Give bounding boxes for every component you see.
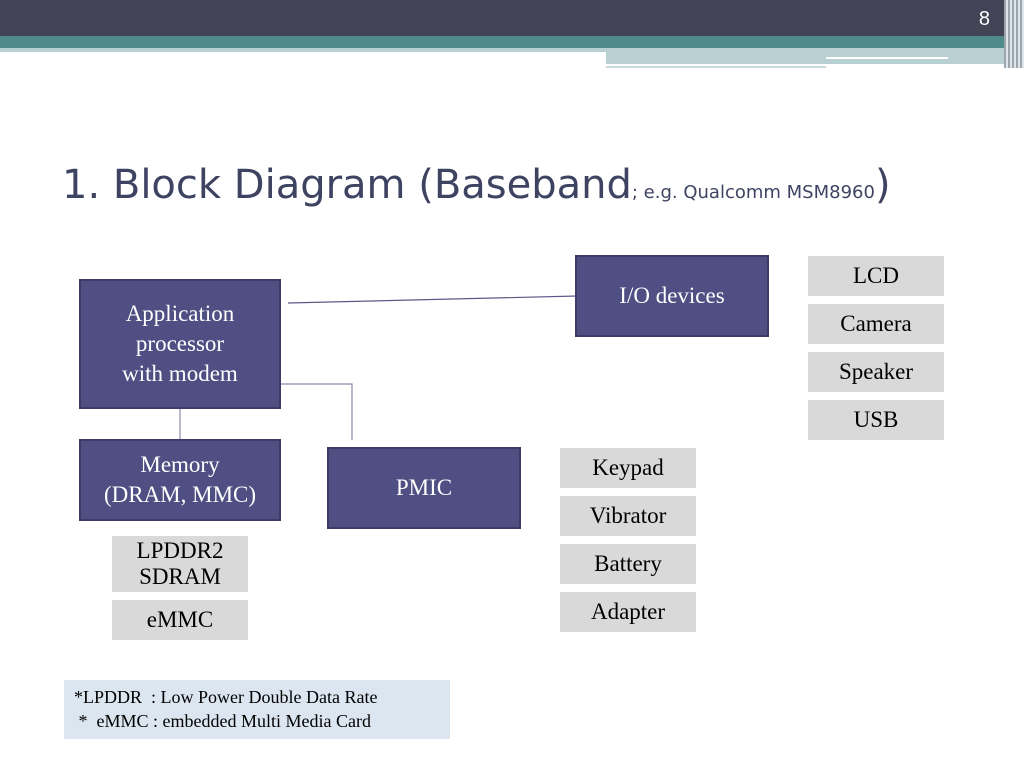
io-item-label: USB	[853, 407, 899, 433]
pmic-item-adapter: Adapter	[560, 592, 696, 632]
pmic-item-battery: Battery	[560, 544, 696, 584]
header-line-white	[826, 57, 948, 59]
memory-line-1: Memory	[140, 452, 220, 478]
header-line	[606, 66, 826, 68]
io-devices-label: I/O devices	[619, 283, 725, 309]
connector-ap-pmic	[281, 383, 353, 440]
header-band-light	[0, 48, 1024, 52]
slide-title: 1. Block Diagram (Baseband; e.g. Qualcom…	[62, 162, 891, 208]
header-stripes	[1004, 0, 1024, 68]
pmic-item-label: Keypad	[592, 455, 664, 481]
footnote-lpddr: *LPDDR : Low Power Double Data Rate	[74, 687, 378, 707]
header-band-teal	[0, 36, 1024, 48]
header-band-dark	[0, 0, 1024, 36]
ap-line-3: with modem	[122, 360, 238, 386]
io-item-label: Camera	[840, 311, 912, 337]
connector-ap-io	[287, 295, 578, 304]
ap-line-2: processor	[135, 331, 225, 357]
io-item-label: Speaker	[838, 359, 914, 385]
title-close: )	[874, 162, 891, 208]
footnote-emmc: * eMMC : embedded Multi Media Card	[74, 711, 371, 732]
header-band-right	[606, 52, 1024, 64]
lpddr2-item: LPDDR2 SDRAM	[112, 536, 248, 592]
emmc-label: eMMC	[146, 607, 214, 633]
io-item-camera: Camera	[808, 304, 944, 344]
pmic-item-keypad: Keypad	[560, 448, 696, 488]
application-processor-block: Application processor with modem	[79, 279, 281, 409]
pmic-item-label: Battery	[594, 551, 662, 577]
lpddr2-line-1: LPDDR2	[136, 537, 224, 563]
pmic-item-vibrator: Vibrator	[560, 496, 696, 536]
pmic-block: PMIC	[327, 447, 521, 529]
memory-block: Memory (DRAM, MMC)	[79, 439, 281, 521]
footnote-box: *LPDDR : Low Power Double Data Rate * eM…	[64, 680, 450, 739]
emmc-item: eMMC	[112, 600, 248, 640]
title-main: 1. Block Diagram (Baseband	[62, 162, 632, 208]
pmic-item-label: Adapter	[590, 599, 666, 625]
pmic-item-label: Vibrator	[589, 503, 667, 529]
slide-number: 8	[978, 8, 990, 30]
io-item-usb: USB	[808, 400, 944, 440]
memory-line-2: (DRAM, MMC)	[103, 482, 257, 507]
pmic-label: PMIC	[395, 475, 453, 501]
io-item-lcd: LCD	[808, 256, 944, 296]
io-item-speaker: Speaker	[808, 352, 944, 392]
io-item-label: LCD	[853, 263, 899, 289]
title-sub: ; e.g. Qualcomm MSM8960	[631, 182, 875, 203]
ap-line-1: Application	[125, 301, 235, 327]
io-devices-block: I/O devices	[575, 255, 769, 337]
lpddr2-line-2: SDRAM	[139, 564, 221, 589]
